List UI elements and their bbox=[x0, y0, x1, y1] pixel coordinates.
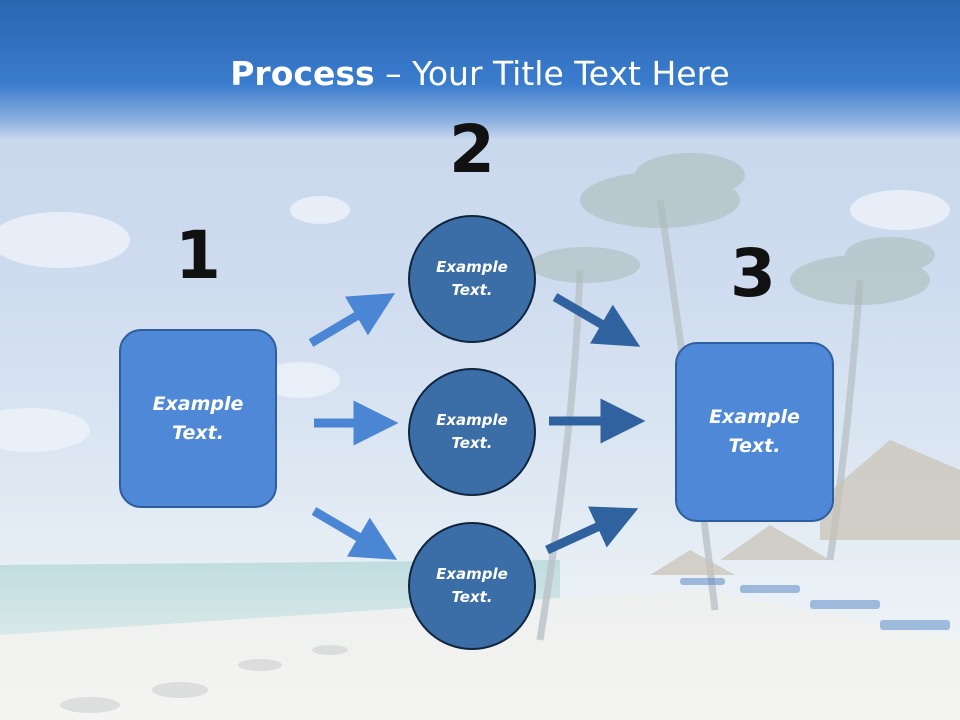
step-number-2: 2 bbox=[449, 111, 495, 188]
title-rest: – Your Title Text Here bbox=[374, 54, 730, 93]
arrow-2-bottom-to-3 bbox=[545, 506, 639, 555]
step-1-text-line2: Text. bbox=[172, 421, 224, 444]
step-1-box: Example Text. bbox=[119, 329, 277, 508]
step-2-circle-top: Example Text. bbox=[408, 215, 536, 343]
circle-bottom-text-line1: Example bbox=[436, 565, 508, 583]
slide-title: Process – Your Title Text Here bbox=[0, 52, 960, 96]
step-3-text-line1: Example bbox=[709, 406, 800, 428]
circle-top-text-line1: Example bbox=[436, 258, 508, 276]
arrow-1-to-2-bottom bbox=[311, 507, 398, 560]
arrow-2-top-to-3 bbox=[552, 293, 641, 347]
step-3-box: Example Text. bbox=[675, 342, 834, 522]
step-number-3: 3 bbox=[730, 235, 776, 312]
circle-top-text-line2: Text. bbox=[451, 281, 493, 299]
circle-middle-text-line2: Text. bbox=[451, 434, 493, 452]
step-1-text-line1: Example bbox=[152, 392, 244, 415]
title-bar bbox=[0, 0, 960, 140]
step-number-1: 1 bbox=[175, 217, 221, 294]
title-bold: Process bbox=[230, 54, 375, 93]
circle-bottom-text-line2: Text. bbox=[451, 588, 493, 606]
circle-middle-text-line1: Example bbox=[436, 411, 508, 429]
step-2-circle-middle: Example Text. bbox=[408, 368, 536, 496]
arrow-1-to-2-top bbox=[308, 293, 396, 347]
step-2-circle-bottom: Example Text. bbox=[408, 522, 536, 650]
step-3-text-line2: Text. bbox=[728, 435, 781, 457]
